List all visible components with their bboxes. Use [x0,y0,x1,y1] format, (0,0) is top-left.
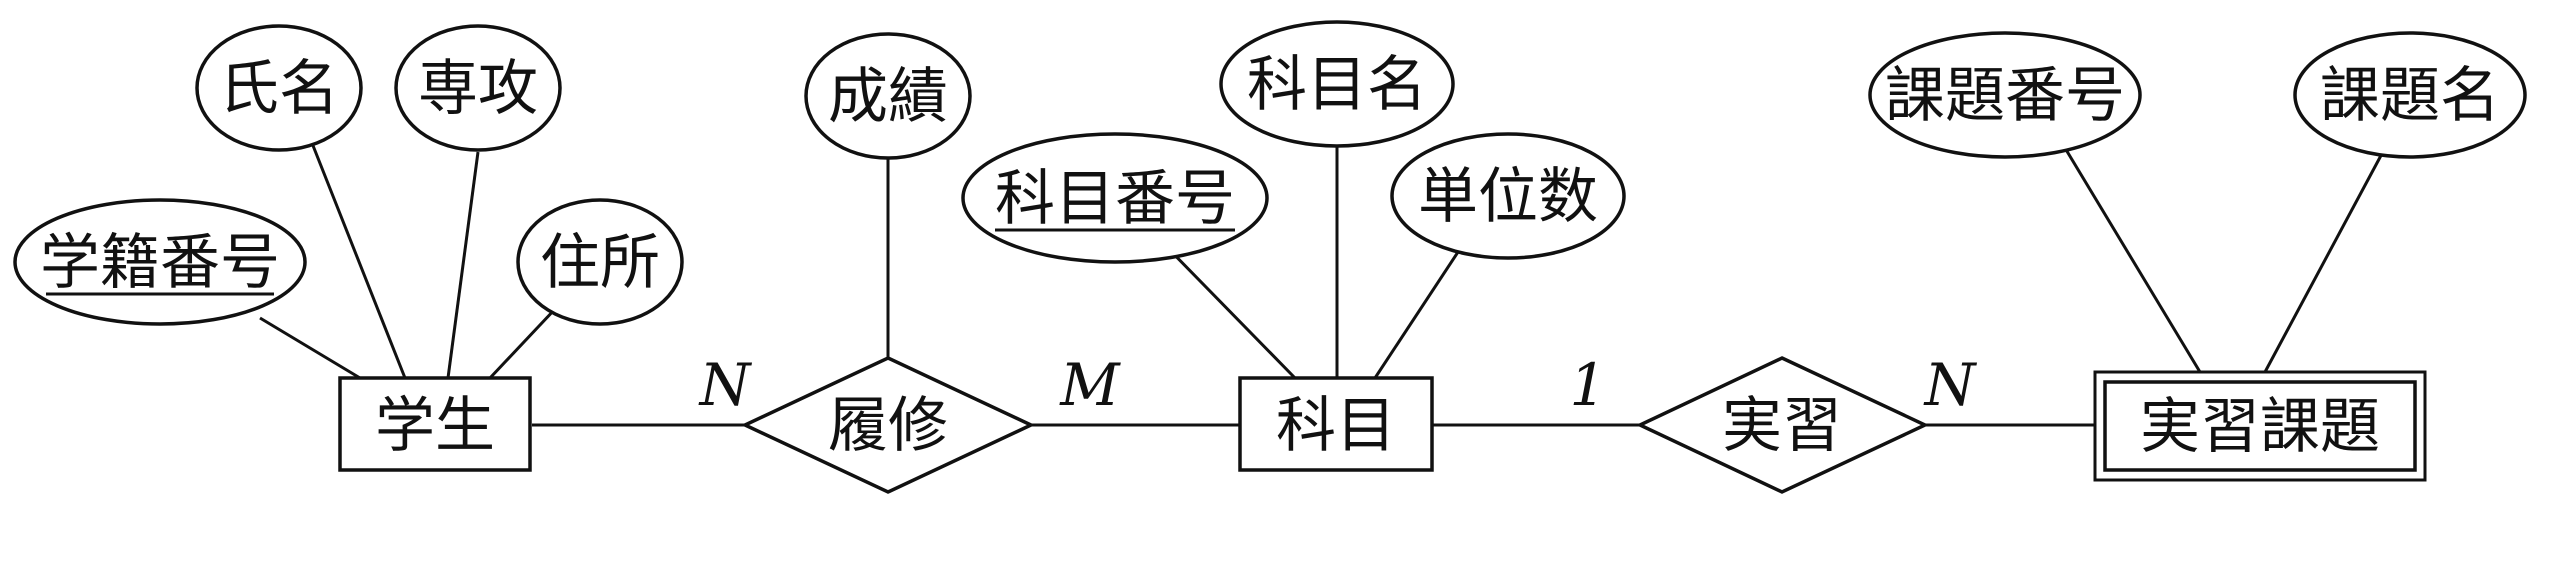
attribute-subject-id-label: 科目番号 [995,164,1235,234]
cardinality-enrollment-subject: M [1059,351,1121,419]
connector-lines [259,137,2387,427]
attribute-address-label: 住所 [540,228,660,298]
cardinality-student-enrollment: N [698,351,753,419]
attribute-subject-name: 科目名 [1219,20,1455,148]
attribute-task-name: 課題名 [2293,31,2527,159]
relationship-practice-label: 実習 [1722,391,1842,461]
attribute-student-id-label: 学籍番号 [40,228,280,298]
line-tasknumber-task [2063,147,2202,373]
line-taskname-task [2263,147,2387,373]
attribute-name: 氏名 [195,24,363,152]
line-studentid-student [259,316,361,380]
relationship-practice: 実習 [1635,356,1930,494]
line-address-student [488,306,558,380]
line-name-student [308,137,407,379]
relationship-enrollment-label: 履修 [828,391,948,461]
attribute-subject-id: 科目番号 [961,132,1269,264]
attribute-credits-label: 単位数 [1418,162,1598,232]
entity-subject-label: 科目 [1276,391,1396,461]
attribute-grade-label: 成績 [828,62,948,132]
cardinality-practice-task: N [1923,351,1978,419]
entity-student-label: 学生 [375,391,495,461]
cardinality-subject-practice: 1 [1570,351,1607,419]
entity-practice-task-label: 実習課題 [2140,392,2380,462]
line-major-student [446,151,480,379]
attribute-task-number: 課題番号 [1868,31,2142,159]
entity-subject: 科目 [1238,376,1434,472]
attribute-subject-name-label: 科目名 [1247,50,1427,120]
attribute-student-id: 学籍番号 [13,198,307,326]
attribute-grade: 成績 [804,32,972,160]
line-subjectid-subject [1156,236,1297,380]
attribute-task-number-label: 課題番号 [1885,61,2125,131]
line-credits-subject [1373,251,1460,379]
attribute-major: 専攻 [394,24,562,152]
attribute-name-label: 氏名 [219,54,339,124]
attribute-major-label: 専攻 [418,54,538,124]
entity-practice-task: 実習課題 [2093,370,2427,482]
entity-student: 学生 [338,376,532,472]
relationship-enrollment: 履修 [740,356,1036,494]
attribute-task-name-label: 課題名 [2320,61,2500,131]
attribute-address: 住所 [516,198,684,326]
attribute-credits: 単位数 [1390,132,1626,260]
